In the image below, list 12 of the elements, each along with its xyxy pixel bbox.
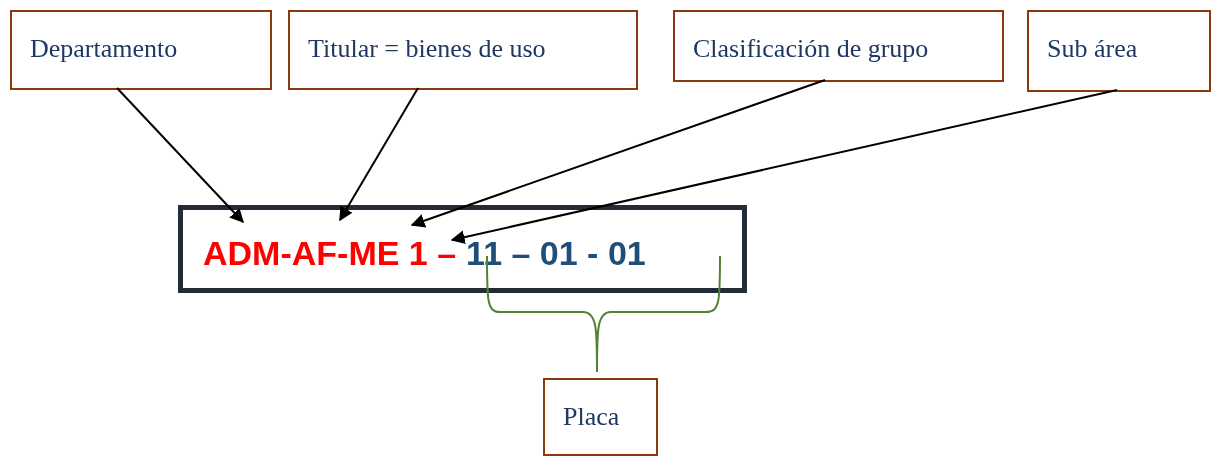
code-box [178,205,747,293]
label-box: Titular = bienes de uso [288,10,638,90]
code-text: ADM-AF-ME 1 – [203,234,457,272]
label-box: Sub área [1027,10,1211,92]
leader-arrow [116,87,244,223]
label-box: Clasificación de grupo [673,10,1004,82]
label-box: Departamento [10,10,272,90]
code-text: 11 – 01 - 01 [466,234,646,272]
leader-arrow [450,89,1118,245]
label-box: Placa [543,378,658,456]
leader-arrow [339,87,419,222]
leader-arrow [410,79,826,228]
